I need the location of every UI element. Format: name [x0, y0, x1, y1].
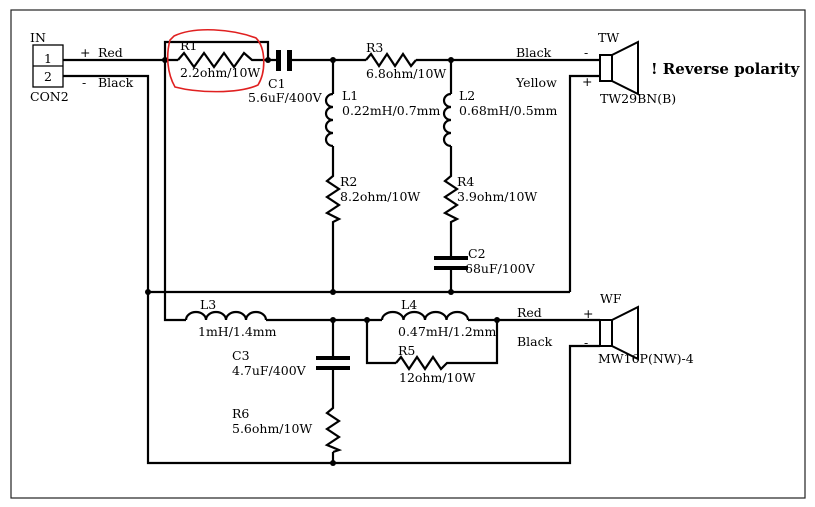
r2-ref: R2 [340, 174, 357, 189]
woofer-ref: WF [600, 291, 622, 306]
inductor-l3: L3 1mH/1.4mm [184, 297, 277, 339]
junctions [145, 57, 500, 466]
wire-r1-bypass [163, 40, 270, 60]
l2-value: 0.68mH/0.5mm [459, 103, 558, 118]
junction-dot [265, 57, 271, 63]
woofer-plus-sign: + [583, 306, 593, 321]
connector-pin-2: 2 [44, 69, 52, 84]
input-plus-color: Red [98, 45, 123, 60]
c3-value: 4.7uF/400V [232, 363, 307, 378]
l1-value: 0.22mH/0.7mm [342, 103, 441, 118]
wire-r5-right [452, 320, 499, 365]
c1-value: 5.6uF/400V [248, 90, 323, 105]
woofer-wire-black: Black [517, 334, 553, 349]
resistor-r2: R2 8.2ohm/10W [324, 172, 420, 224]
r4-value: 3.9ohm/10W [457, 189, 537, 204]
c3-ref: C3 [232, 348, 250, 363]
l4-ref: L4 [401, 297, 417, 312]
inductor-l1: L1 0.22mH/0.7mm [324, 88, 441, 148]
junction-dot [494, 317, 500, 323]
connector-name: CON2 [30, 89, 69, 104]
resistor-r5: R5 12ohm/10W [395, 343, 475, 385]
r3-value: 6.8ohm/10W [366, 66, 446, 81]
tweeter-wire-black: Black [516, 45, 552, 60]
r1-ref: R1 [180, 38, 197, 53]
l3-value: 1mH/1.4mm [198, 324, 277, 339]
r1-highlight-annotation [166, 28, 265, 93]
reverse-polarity-note: ! Reverse polarity [651, 60, 801, 78]
junction-dot [364, 317, 370, 323]
junction-dot [448, 289, 454, 295]
r2-value: 8.2ohm/10W [340, 189, 420, 204]
tweeter-wire-yellow: Yellow [515, 75, 557, 90]
junction-dot [330, 57, 336, 63]
resistor-r4: R4 3.9ohm/10W [442, 172, 537, 224]
c1-plate-right [287, 50, 292, 71]
woofer-wire-red: Red [517, 305, 542, 320]
l4-value: 0.47mH/1.2mm [398, 324, 497, 339]
tweeter-ref: TW [598, 30, 619, 45]
tweeter-speaker-icon [599, 40, 639, 96]
woofer-model: MW16P(NW)-4 [598, 351, 694, 366]
inductor-l2: L2 0.68mH/0.5mm [442, 88, 558, 148]
c1-ref: C1 [268, 76, 286, 91]
resistor-r6: R6 5.6ohm/10W [232, 404, 343, 454]
junction-dot [330, 460, 336, 466]
junction-dot [330, 289, 336, 295]
l1-ref: L1 [342, 88, 358, 103]
c2-ref: C2 [468, 246, 486, 261]
r4-ref: R4 [457, 174, 474, 189]
r1-value: 2.2ohm/10W [180, 65, 260, 80]
junction-dot [145, 289, 151, 295]
tweeter-model: TW29BN(B) [600, 91, 676, 106]
l2-ref: L2 [459, 88, 475, 103]
capacitor-c1: C1 5.6uF/400V [248, 50, 323, 105]
woofer-minus-sign: - [584, 335, 588, 350]
input-plus-sign: + [80, 45, 90, 60]
schematic-border [10, 9, 806, 499]
inductor-l4: L4 0.47mH/1.2mm [380, 297, 497, 339]
tweeter-minus-sign: - [584, 45, 588, 60]
r5-ref: R5 [398, 343, 415, 358]
capacitor-c3: C3 4.7uF/400V [232, 348, 350, 378]
wire-to-l3 [163, 60, 186, 322]
junction-dot [448, 57, 454, 63]
wire-tweeter-return [568, 74, 600, 292]
input-minus-sign: - [82, 75, 86, 90]
connector-title: IN [30, 30, 46, 45]
resistor-r1: R1 2.2ohm/10W [177, 38, 260, 80]
junction-dot [162, 57, 168, 63]
input-minus-color: Black [98, 75, 134, 90]
input-connector: IN 1 2 CON2 [30, 30, 69, 104]
capacitor-c2: C2 68uF/100V [434, 246, 536, 276]
c3-plate-bottom [316, 366, 350, 370]
c2-plate-top [434, 256, 468, 260]
c1-plate-left [276, 50, 281, 71]
r3-ref: R3 [366, 40, 383, 55]
r6-ref: R6 [232, 406, 249, 421]
resistor-r3: R3 6.8ohm/10W [365, 40, 446, 81]
wire-input-negative [63, 74, 600, 465]
r6-value: 5.6ohm/10W [232, 421, 312, 436]
connector-pin-1: 1 [44, 51, 52, 66]
wire-r5-left [365, 320, 396, 365]
r5-value: 12ohm/10W [399, 370, 475, 385]
c2-value: 68uF/100V [465, 261, 536, 276]
c3-plate-top [316, 356, 350, 360]
l3-ref: L3 [200, 297, 216, 312]
tweeter-plus-sign: + [582, 74, 592, 89]
junction-dot [330, 317, 336, 323]
c2-plate-bottom [434, 266, 468, 270]
woofer-speaker-icon [599, 305, 639, 361]
